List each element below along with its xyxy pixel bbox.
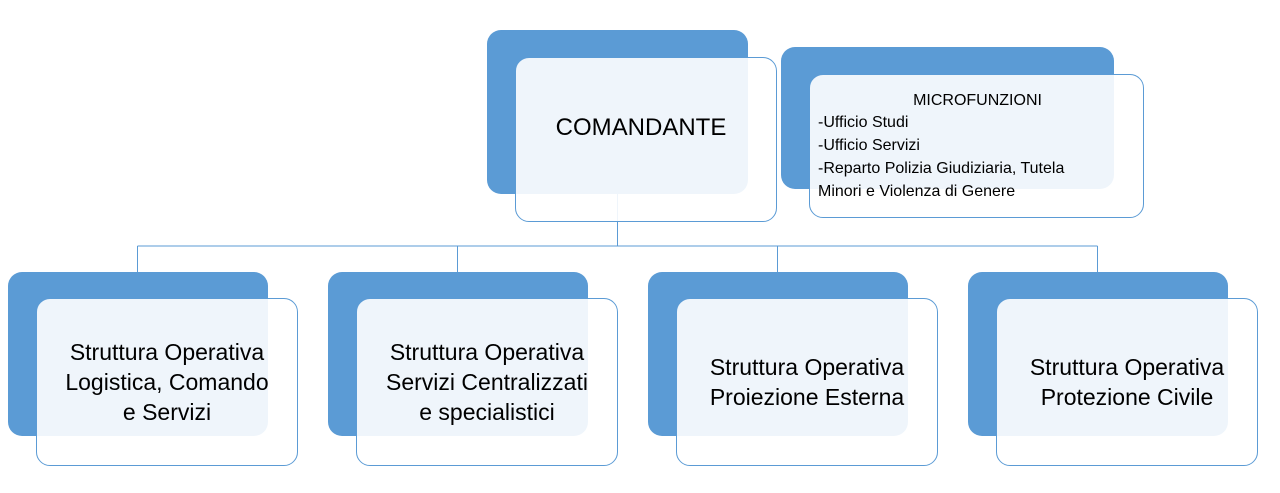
microfunction-item: -Reparto Polizia Giudiziaria, Tutela bbox=[818, 160, 1065, 177]
microfunction-item: Minori e Violenza di Genere bbox=[818, 183, 1016, 200]
structure-label-3: Struttura Operativa Proiezione Esterna bbox=[709, 354, 905, 410]
microfunctions-node: MICROFUNZIONI -Ufficio Studi -Ufficio Se… bbox=[809, 74, 1144, 218]
structure-label-4: Struttura Operativa Protezione Civile bbox=[1029, 354, 1225, 410]
structure-label-1: Struttura Operativa Logistica, Comando e… bbox=[65, 339, 269, 425]
structure-node-2: Struttura Operativa Servizi Centralizzat… bbox=[356, 298, 618, 466]
microfunction-item: -Ufficio Studi bbox=[818, 114, 909, 131]
microfunction-item: -Ufficio Servizi bbox=[818, 137, 920, 154]
commander-node: COMANDANTE bbox=[515, 57, 777, 222]
structure-node-1: Struttura Operativa Logistica, Comando e… bbox=[36, 298, 298, 466]
structure-label-2: Struttura Operativa Servizi Centralizzat… bbox=[386, 339, 588, 425]
structure-node-3: Struttura Operativa Proiezione Esterna bbox=[676, 298, 938, 466]
structure-node-4: Struttura Operativa Protezione Civile bbox=[996, 298, 1258, 466]
commander-label: COMANDANTE bbox=[555, 113, 727, 141]
microfunctions-title: MICROFUNZIONI bbox=[913, 92, 1042, 109]
